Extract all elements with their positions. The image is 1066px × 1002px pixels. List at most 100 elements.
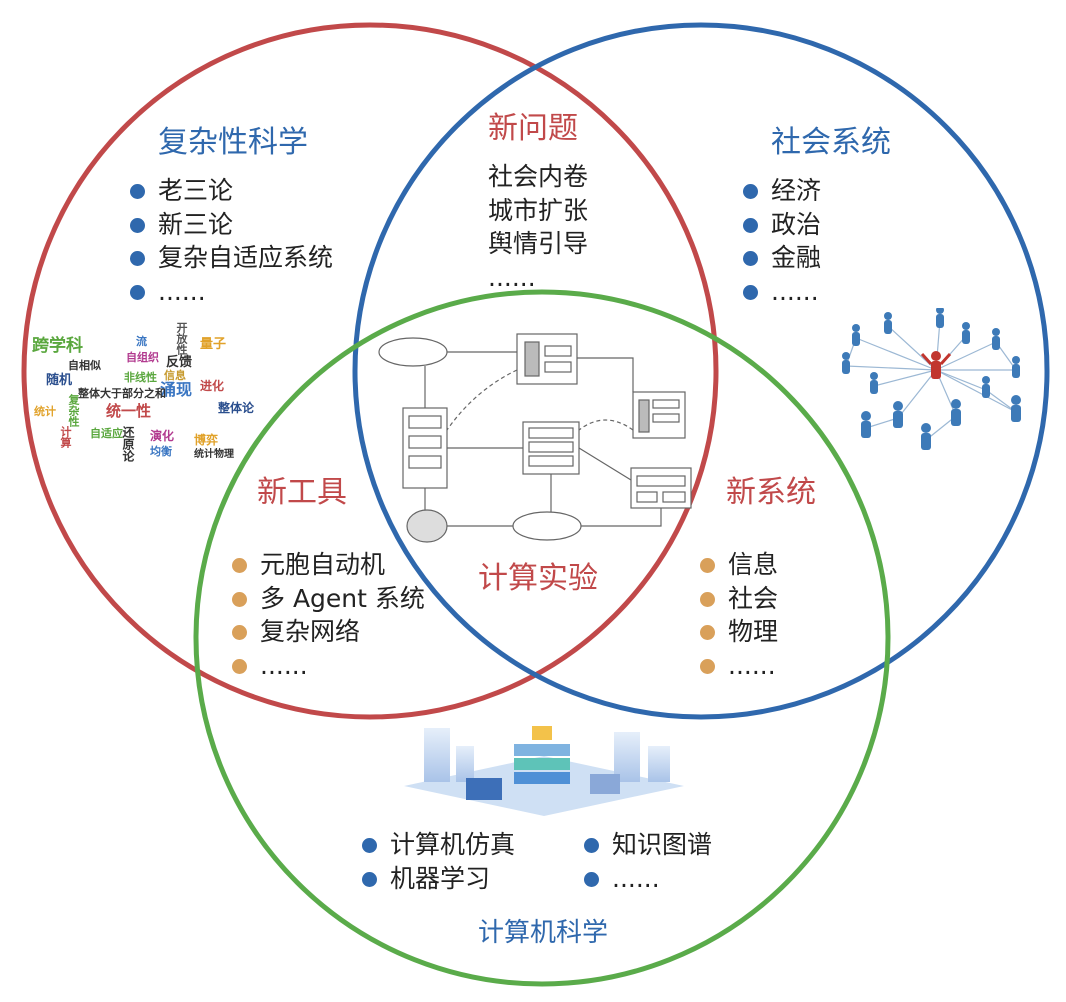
bullet-dot — [700, 591, 715, 607]
word-cloud-word: 演化 — [150, 429, 175, 443]
social-circle — [352, 22, 1050, 720]
list-item-label: 新三论 — [158, 209, 234, 239]
word-cloud-word: 计算 — [59, 426, 72, 448]
list-item: 多 Agent 系统 — [232, 582, 425, 616]
list-item: 机器学习 — [362, 862, 515, 896]
list-item-label: ...... — [612, 863, 660, 893]
complexity-science-title: 复杂性科学 — [158, 125, 308, 160]
computational-experiment-title: 计算实验 — [478, 561, 598, 596]
social-network-image — [842, 308, 1021, 450]
word-cloud-word: 博弈 — [194, 433, 219, 447]
word-cloud-word: 量子 — [200, 337, 227, 352]
bullet-dot — [743, 184, 758, 199]
list-item: 复杂自适应系统 — [130, 241, 333, 275]
cloud-shape — [512, 511, 582, 541]
list-item: ...... — [232, 649, 425, 683]
list-item: 物理 — [700, 615, 778, 649]
word-cloud-word: 流 — [136, 335, 147, 348]
server-stack — [514, 744, 570, 756]
bullet-dot — [743, 217, 758, 233]
bullet-dot — [232, 558, 247, 573]
list-item: 计算机仿真 — [362, 828, 515, 862]
list-item-label: 社会 — [728, 583, 779, 613]
list-item: ...... — [700, 649, 778, 683]
word-cloud-word: 开放性 — [175, 322, 188, 355]
bullet-dot — [232, 591, 247, 607]
screen-shape — [590, 774, 620, 794]
complexity-circle — [21, 22, 719, 720]
list-item-label: 金融 — [771, 243, 822, 272]
list-item: 知识图谱 — [584, 828, 712, 862]
bullet-dot — [743, 284, 758, 300]
list-item-label: 复杂网络 — [260, 617, 361, 646]
word-cloud-word: 统计物理 — [194, 449, 234, 460]
oval-shape — [406, 509, 448, 543]
list-item-label: ...... — [158, 276, 206, 306]
word-cloud-word: 自适应 — [90, 427, 123, 440]
list-item-label: 复杂自适应系统 — [158, 243, 334, 272]
word-cloud-word: 复杂性 — [67, 394, 80, 427]
list-item-label: 多 Agent 系统 — [260, 583, 425, 613]
network-edges — [845, 319, 1017, 441]
building-shape — [424, 728, 450, 782]
computer-science-circle — [193, 289, 891, 987]
word-cloud-word: 随机 — [46, 373, 73, 388]
new-systems-list: 信息 社会 物理 ...... — [700, 548, 778, 682]
bullet-dot — [743, 251, 758, 266]
list-item: ...... — [743, 275, 821, 309]
building-shape — [614, 732, 640, 782]
list-item-label: ...... — [260, 650, 308, 680]
list-item: ...... — [584, 862, 712, 896]
list-item: 元胞自动机 — [232, 548, 425, 582]
bullet-dot — [362, 871, 377, 887]
bullet-dot — [362, 838, 377, 853]
bullet-dot — [130, 184, 145, 199]
list-item-label: 知识图谱 — [612, 830, 713, 859]
bullet-dot — [584, 838, 599, 853]
word-cloud-word: 信息 — [164, 369, 186, 382]
list-item-label: 元胞自动机 — [260, 550, 386, 579]
bullet-dot — [584, 871, 599, 887]
computer-science-list-right: 知识图谱 ...... — [584, 828, 712, 895]
building-shape — [648, 746, 670, 782]
word-cloud-word: 自组织 — [126, 351, 159, 364]
bullet-dot — [232, 658, 247, 674]
list-item: ...... — [130, 275, 333, 309]
list-item-label: 机器学习 — [390, 863, 491, 893]
list-item-label: ...... — [728, 650, 776, 680]
list-item: 新三论 — [130, 208, 333, 242]
list-item-label: 老三论 — [158, 176, 234, 205]
list-item: 老三论 — [130, 174, 333, 208]
list-item: 舆情引导 — [488, 229, 589, 258]
word-cloud-image: 跨学科 自相似 流 开放性 随机 量子 自组织 反馈 进化 非线性 信息 涌现 … — [30, 318, 260, 468]
new-problems-title: 新问题 — [488, 111, 578, 146]
bullet-dot — [700, 625, 715, 640]
word-cloud-word: 整体论 — [218, 401, 255, 415]
list-item-label: 政治 — [771, 209, 822, 239]
new-problems-list: 社会内卷 城市扩张 舆情引导 ...... — [488, 160, 588, 294]
list-item: 金融 — [743, 241, 821, 275]
screen-shape — [466, 778, 502, 800]
bullet-dot — [130, 217, 145, 233]
list-item: 复杂网络 — [232, 615, 425, 649]
word-cloud-word: 统计 — [34, 405, 56, 418]
list-item-label: 物理 — [728, 617, 779, 646]
list-item: 政治 — [743, 208, 821, 242]
word-cloud-word: 整体大于部分之和 — [78, 387, 166, 400]
word-cloud-word: 自相似 — [68, 359, 101, 372]
list-item-label: 计算机仿真 — [390, 830, 516, 859]
network-center-node — [920, 351, 952, 379]
network-nodes — [842, 308, 1021, 450]
social-systems-list: 经济 政治 金融 ...... — [743, 174, 821, 308]
list-item: 社会内卷 — [488, 162, 589, 191]
building-shape — [456, 746, 474, 782]
word-cloud-word: 均衡 — [150, 445, 172, 458]
bullet-dot — [232, 625, 247, 640]
new-tools-list: 元胞自动机 多 Agent 系统 复杂网络 ...... — [232, 548, 425, 682]
social-systems-title: 社会系统 — [771, 125, 891, 160]
word-cloud-word: 涌现 — [160, 380, 193, 399]
flowchart-image — [378, 333, 692, 543]
computer-science-list-left: 计算机仿真 机器学习 — [362, 828, 515, 895]
